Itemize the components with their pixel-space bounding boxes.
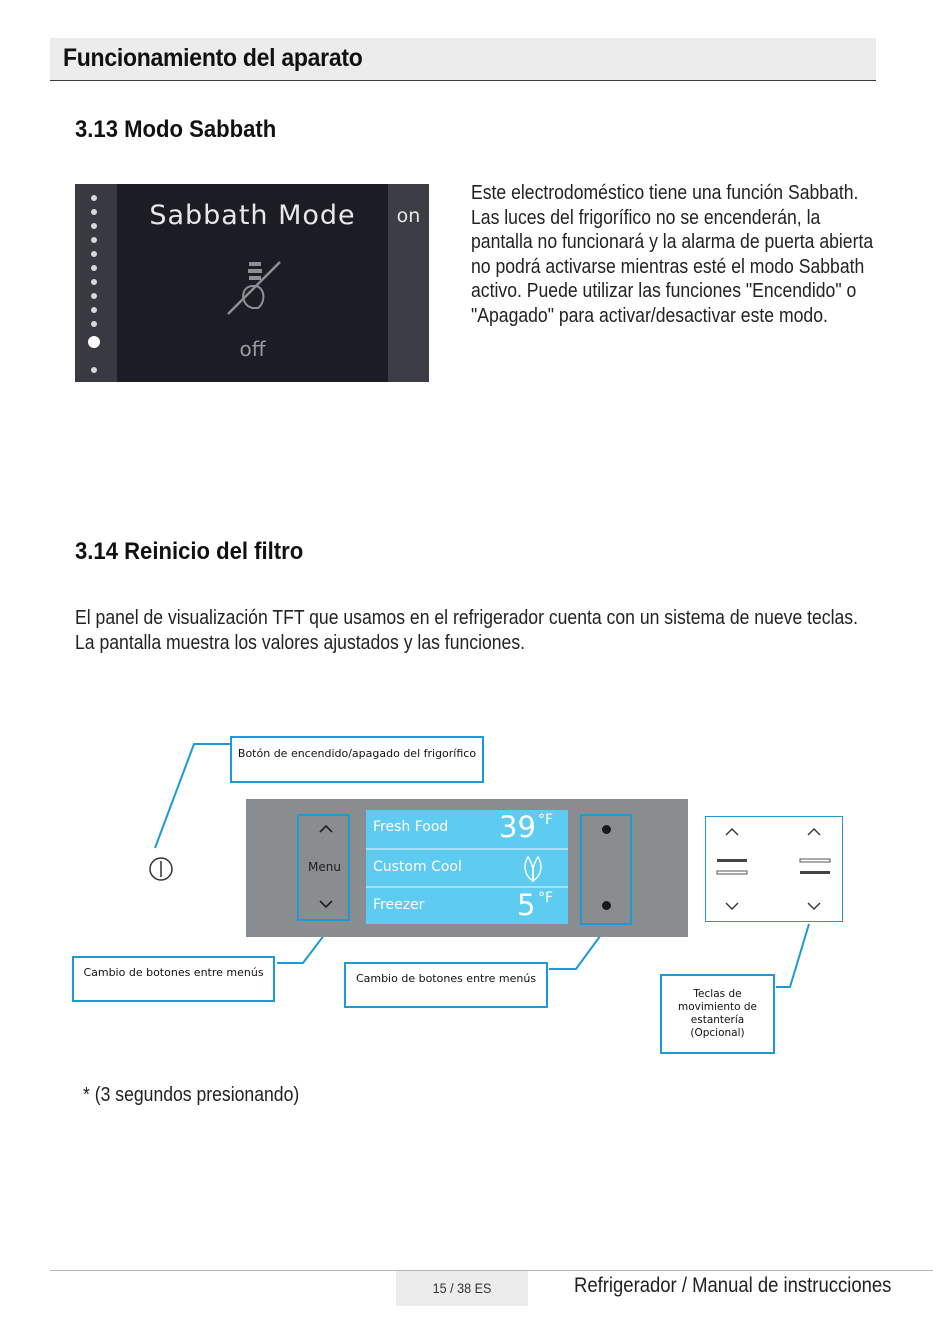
footer-divider xyxy=(50,1270,933,1271)
menu-dot xyxy=(91,237,97,243)
chevron-up-icon[interactable] xyxy=(318,824,334,834)
section-title-sabbath: 3.13 Modo Sabbath xyxy=(75,116,277,143)
chevron-down-icon[interactable] xyxy=(318,899,334,909)
menu-dot xyxy=(91,279,97,285)
menu-dot xyxy=(91,209,97,215)
sabbath-off-label: off xyxy=(239,337,266,361)
menu-dot xyxy=(91,223,97,229)
row-label: Fresh Food xyxy=(373,819,449,835)
menu-dot xyxy=(91,195,97,201)
power-icon[interactable] xyxy=(147,855,175,883)
row-unit: °F xyxy=(538,890,554,906)
row-temperature: 39 xyxy=(499,810,536,844)
row-temperature: 5 xyxy=(517,888,536,922)
header-bar xyxy=(50,38,876,81)
text-line: "Apagado" para activar/desactivar este m… xyxy=(471,304,828,327)
section-title-filter: 3.14 Reinicio del filtro xyxy=(75,538,304,565)
press-note: * (3 segundos presionando) xyxy=(83,1084,300,1106)
menu-dot xyxy=(91,265,97,271)
row-label: Freezer xyxy=(373,897,425,913)
row-unit: °F xyxy=(538,812,554,828)
footer-title: Refrigerador / Manual de instrucciones xyxy=(574,1274,892,1297)
menu-label[interactable]: Menu xyxy=(308,860,341,874)
shelf-keys-panel xyxy=(705,816,843,922)
text-line: no podrá activarse mientras esté el modo… xyxy=(471,255,865,278)
sabbath-side-panel xyxy=(388,184,429,382)
leaf-icon xyxy=(524,855,542,883)
shelf-keys-callout: Teclas de movimiento de estantería (Opci… xyxy=(660,974,775,1054)
menu-dot-active xyxy=(88,336,100,348)
sabbath-on-label: on xyxy=(396,205,421,227)
menu-dot xyxy=(91,307,97,313)
menu-button-group xyxy=(297,814,350,921)
menu-switch-button-group xyxy=(580,814,632,925)
menu-dot xyxy=(91,321,97,327)
page-number-box xyxy=(396,1271,528,1306)
text-line: pantalla no funcionará y la alarma de pu… xyxy=(471,231,874,254)
tft-screen: Fresh Food 39 °F Custom Cool Freezer 5 °… xyxy=(366,810,568,924)
text-line: activo. Puede utilizar las funciones "En… xyxy=(471,280,857,303)
sabbath-mode-title: Sabbath Mode xyxy=(149,200,356,231)
row-label: Custom Cool xyxy=(373,859,462,875)
page-title: Funcionamiento del aparato xyxy=(63,44,363,72)
middle-menu-callout: Cambio de botones entre menús xyxy=(344,962,548,1008)
text-line: Las luces del frigorífico no se encender… xyxy=(471,206,821,229)
power-button-callout: Botón de encendido/apagado del frigorífi… xyxy=(230,736,484,783)
text-line: La pantalla muestra los valores ajustado… xyxy=(75,631,526,654)
dot-button-bottom[interactable] xyxy=(602,901,611,910)
screen-row-freezer[interactable]: Freezer 5 °F xyxy=(366,888,568,925)
menu-dot xyxy=(91,293,97,299)
menu-dot xyxy=(91,251,97,257)
screen-row-custom-cool[interactable]: Custom Cool xyxy=(366,850,568,887)
filter-description: El panel de visualización TFT que usamos… xyxy=(75,606,867,655)
text-line: Este electrodoméstico tiene una función … xyxy=(471,182,859,204)
light-bulb-off-icon xyxy=(227,261,281,315)
screen-row-fresh-food[interactable]: Fresh Food 39 °F xyxy=(366,810,568,847)
sabbath-description: Este electrodoméstico tiene una función … xyxy=(471,181,876,329)
row-divider xyxy=(366,886,568,888)
shelf-keys-graphic xyxy=(716,828,831,910)
page-number: 15 / 38 ES xyxy=(432,1280,492,1296)
left-menu-callout: Cambio de botones entre menús xyxy=(72,956,275,1002)
dot-button-top[interactable] xyxy=(602,825,611,834)
menu-dot xyxy=(91,367,97,373)
row-divider xyxy=(366,848,568,850)
text-line: El panel de visualización TFT que usamos… xyxy=(75,607,858,629)
sabbath-menu-rail xyxy=(75,184,117,382)
sabbath-display-image xyxy=(75,184,429,382)
